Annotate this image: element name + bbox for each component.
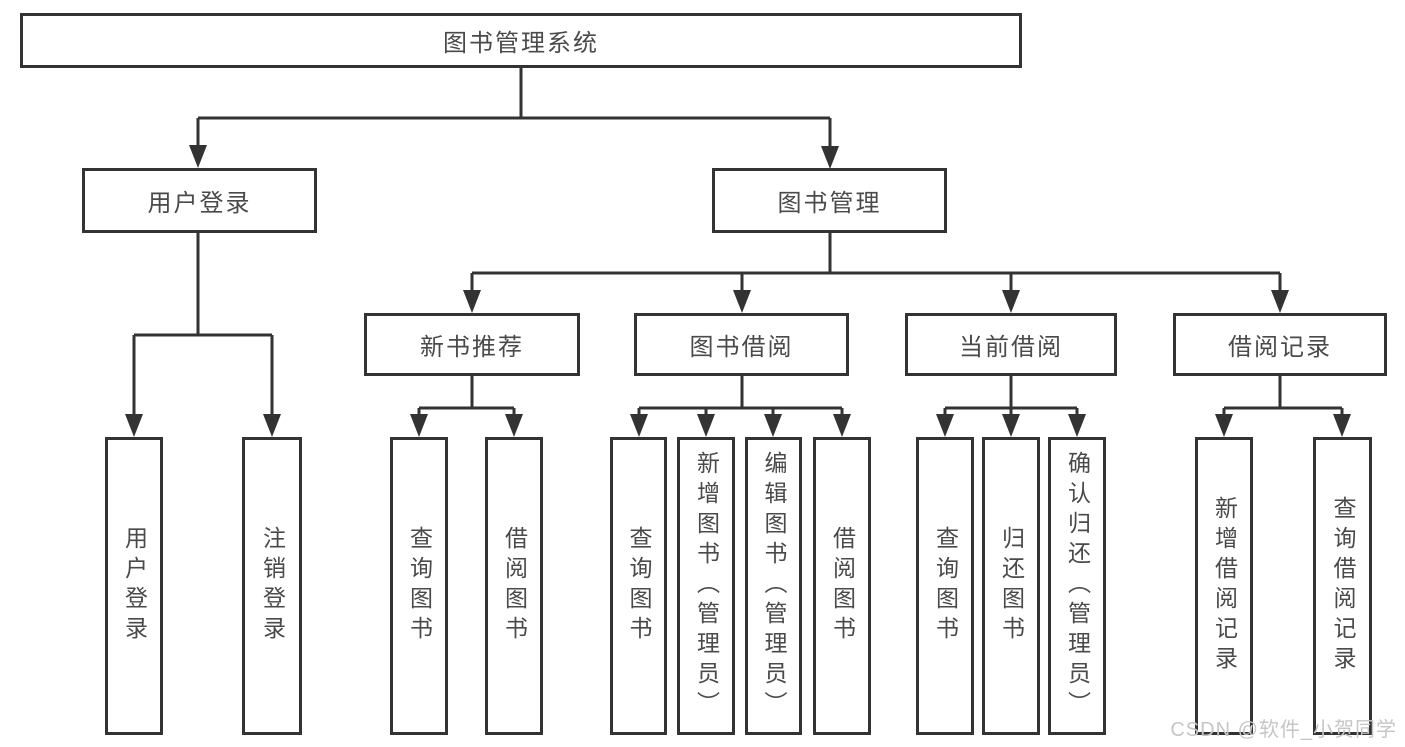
leaf-user-login: 用户登录: [105, 437, 163, 735]
leaf-add-borrow-record: 新增借阅记录: [1195, 437, 1253, 735]
leaf-borrow-books-recommend: 借阅图书: [485, 437, 543, 735]
leaf-query-books-current: 查询图书: [916, 437, 974, 735]
arrowheads: [125, 145, 1351, 437]
leaf-query-books-borrow: 查询图书: [610, 437, 667, 735]
leaf-edit-book-admin: 编辑图书（管理员）: [745, 437, 802, 735]
leaf-borrow-books: 借阅图书: [813, 437, 871, 735]
node-current-borrow: 当前借阅: [905, 313, 1117, 376]
node-book-management: 图书管理: [712, 168, 947, 233]
node-borrow-records: 借阅记录: [1173, 313, 1387, 376]
watermark: CSDN @软件_小贺同学: [1170, 719, 1397, 741]
node-new-book-recommend: 新书推荐: [364, 313, 580, 376]
node-book-borrow: 图书借阅: [634, 313, 849, 376]
leaf-query-books-recommend: 查询图书: [390, 437, 448, 735]
leaf-logout: 注销登录: [242, 437, 302, 735]
leaf-confirm-return-admin: 确认归还（管理员）: [1048, 437, 1106, 735]
node-library-system: 图书管理系统: [20, 13, 1022, 68]
leaf-return-book: 归还图书: [982, 437, 1040, 735]
leaf-query-borrow-record: 查询借阅记录: [1313, 437, 1372, 735]
node-user-login: 用户登录: [82, 168, 317, 233]
leaf-add-book-admin: 新增图书（管理员）: [677, 437, 735, 735]
